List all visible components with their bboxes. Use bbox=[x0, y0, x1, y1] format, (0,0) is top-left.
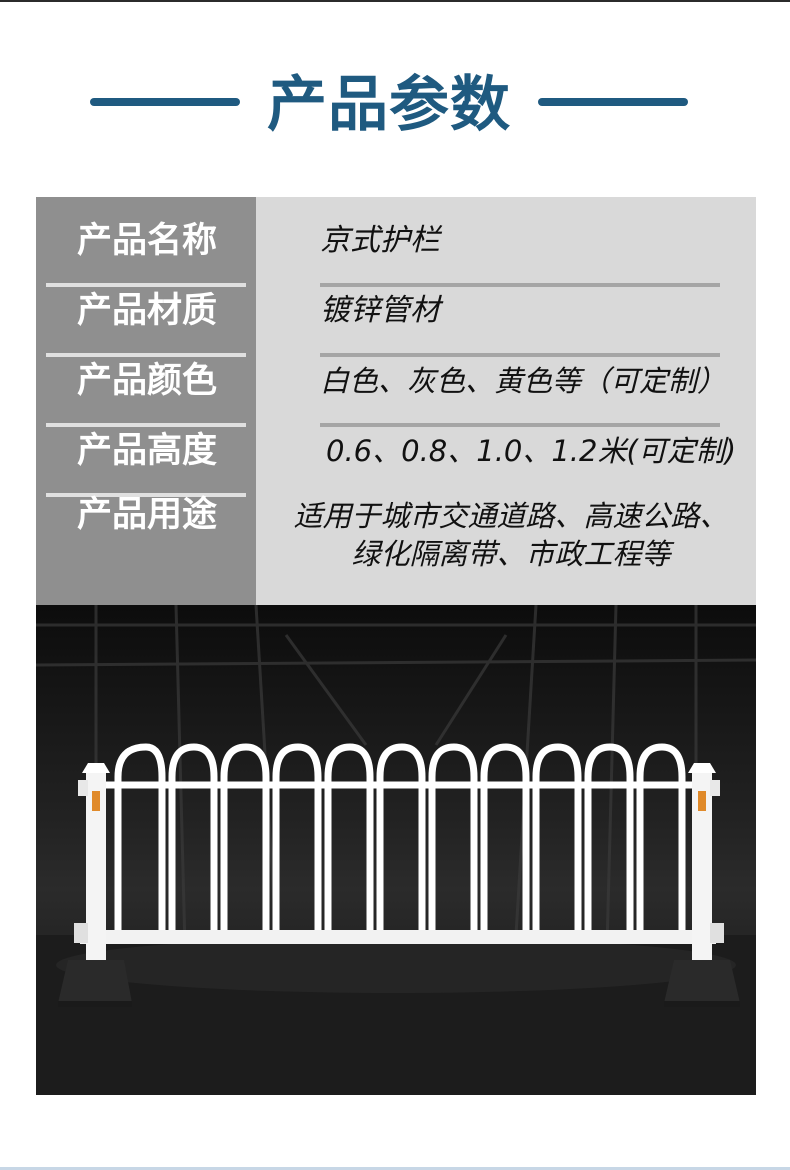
spec-label-column bbox=[36, 197, 256, 605]
spec-value: 白色、灰色、黄色等（可定制） bbox=[320, 364, 727, 398]
spec-label: 产品材质 bbox=[76, 291, 217, 331]
spec-label: 产品名称 bbox=[76, 221, 217, 261]
value-divider bbox=[320, 283, 720, 287]
spec-row-usage: 产品用途 适用于城市交通道路、高速公路、 绿化隔离带、市政工程等 bbox=[36, 487, 756, 571]
heading-line-right bbox=[538, 98, 688, 106]
section-heading: 产品参数 bbox=[0, 60, 790, 150]
spec-value: 京式护栏 bbox=[320, 223, 440, 258]
page-title: 产品参数 bbox=[267, 70, 511, 140]
spec-row-color: 产品颜色 白色、灰色、黄色等（可定制） bbox=[36, 347, 756, 427]
spec-label: 产品高度 bbox=[76, 431, 217, 471]
spec-row-name: 产品名称 京式护栏 bbox=[36, 207, 756, 287]
spec-label: 产品用途 bbox=[76, 495, 217, 535]
left-post bbox=[58, 763, 132, 1007]
spec-value-line-2: 绿化隔离带、市政工程等 bbox=[351, 537, 671, 571]
spec-value-line-1: 适用于城市交通道路、高速公路、 bbox=[293, 499, 729, 533]
floor-shadow bbox=[56, 937, 736, 993]
top-divider bbox=[0, 0, 790, 2]
heading-line-left bbox=[90, 98, 240, 106]
value-divider bbox=[320, 353, 720, 357]
label-divider bbox=[46, 353, 246, 357]
spec-row-material: 产品材质 镀锌管材 bbox=[36, 277, 756, 357]
label-divider bbox=[46, 423, 246, 427]
railing bbox=[102, 743, 696, 933]
label-divider bbox=[46, 493, 246, 497]
railing-illustration bbox=[36, 605, 756, 1095]
label-divider bbox=[46, 283, 246, 287]
spec-table: 产品名称 京式护栏 产品材质 镀锌管材 产品颜色 白色、灰色、黄色等（可定制） … bbox=[36, 197, 756, 605]
spec-row-height: 产品高度 0.6、0.8、1.0、1.2米(可定制) bbox=[36, 417, 756, 497]
spec-value: 镀锌管材 bbox=[320, 293, 440, 328]
bottom-rail bbox=[80, 930, 716, 944]
spec-label: 产品颜色 bbox=[76, 361, 217, 401]
spec-value: 0.6、0.8、1.0、1.2米(可定制) bbox=[326, 434, 737, 468]
value-divider bbox=[320, 423, 720, 427]
product-photo bbox=[36, 605, 756, 1095]
right-post bbox=[664, 763, 740, 1007]
bottom-divider bbox=[0, 1167, 790, 1170]
spec-value: 适用于城市交通道路、高速公路、 绿化隔离带、市政工程等 bbox=[276, 497, 746, 577]
